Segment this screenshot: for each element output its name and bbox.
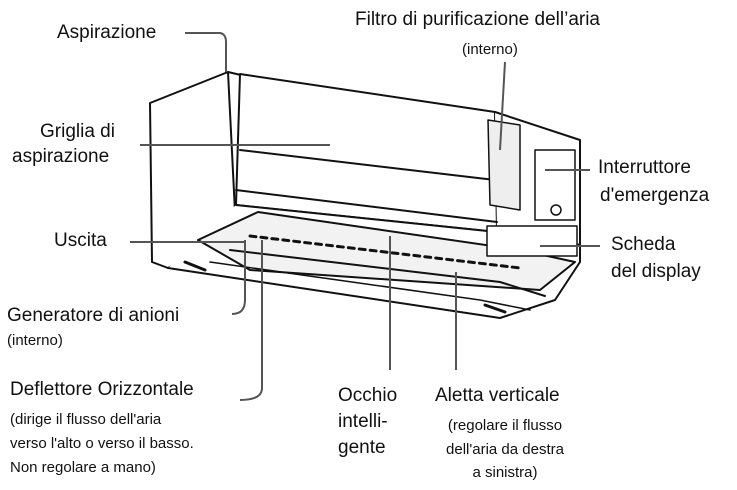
label-griglia-line1: Griglia di [40, 121, 115, 142]
label-deflettore: Deflettore Orizzontale [10, 379, 194, 400]
emergency-switch-box [534, 149, 576, 221]
label-occhio-line2: intelli- [338, 411, 388, 432]
label-aletta: Aletta verticale [435, 385, 560, 406]
filter-hatch [487, 119, 521, 211]
label-filtro-note: (interno) [462, 41, 518, 58]
right-foot [483, 303, 507, 314]
label-aletta-note-1: (regolare il flusso [447, 417, 563, 434]
label-interruttore-line1: Interruttore [598, 157, 691, 178]
emergency-switch-knob [550, 204, 562, 216]
vertical-louvers [248, 234, 522, 270]
label-interruttore-line2: d'emergenza [600, 185, 710, 206]
leader-aspirazione [185, 32, 227, 72]
label-occhio-line1: Occhio [338, 385, 398, 406]
leader-filtro [499, 61, 506, 151]
left-foot [183, 260, 207, 272]
label-scheda-line2: del display [611, 261, 701, 282]
label-deflettore-note-1: (dirige il flusso dell'aria [10, 411, 162, 428]
leader-generatore [231, 240, 246, 315]
grille-line-2 [235, 189, 498, 223]
label-aletta-note-3: a sinistra) [472, 464, 538, 481]
leader-deflettore [239, 240, 263, 401]
display-board [486, 225, 578, 257]
horizontal-deflector-edge [209, 261, 531, 311]
horizontal-deflector [229, 249, 546, 297]
label-deflettore-note-3: Non regolare a mano) [10, 459, 156, 476]
label-generatore-note: (interno) [7, 332, 63, 349]
label-uscita: Uscita [54, 230, 107, 251]
label-filtro: Filtro di purificazione dell’aria [355, 9, 600, 30]
label-deflettore-note-2: verso l'alto o verso il basso. [10, 435, 194, 452]
label-occhio-line3: gente [338, 437, 386, 458]
label-aletta-note-2: dell'aria da destra [446, 441, 564, 458]
label-scheda-line1: Scheda [611, 234, 676, 255]
label-generatore: Generatore di anioni [7, 305, 180, 326]
grille-line-1 [239, 149, 496, 181]
label-griglia-line2: aspirazione [12, 146, 110, 167]
label-aspirazione: Aspirazione [57, 22, 157, 43]
